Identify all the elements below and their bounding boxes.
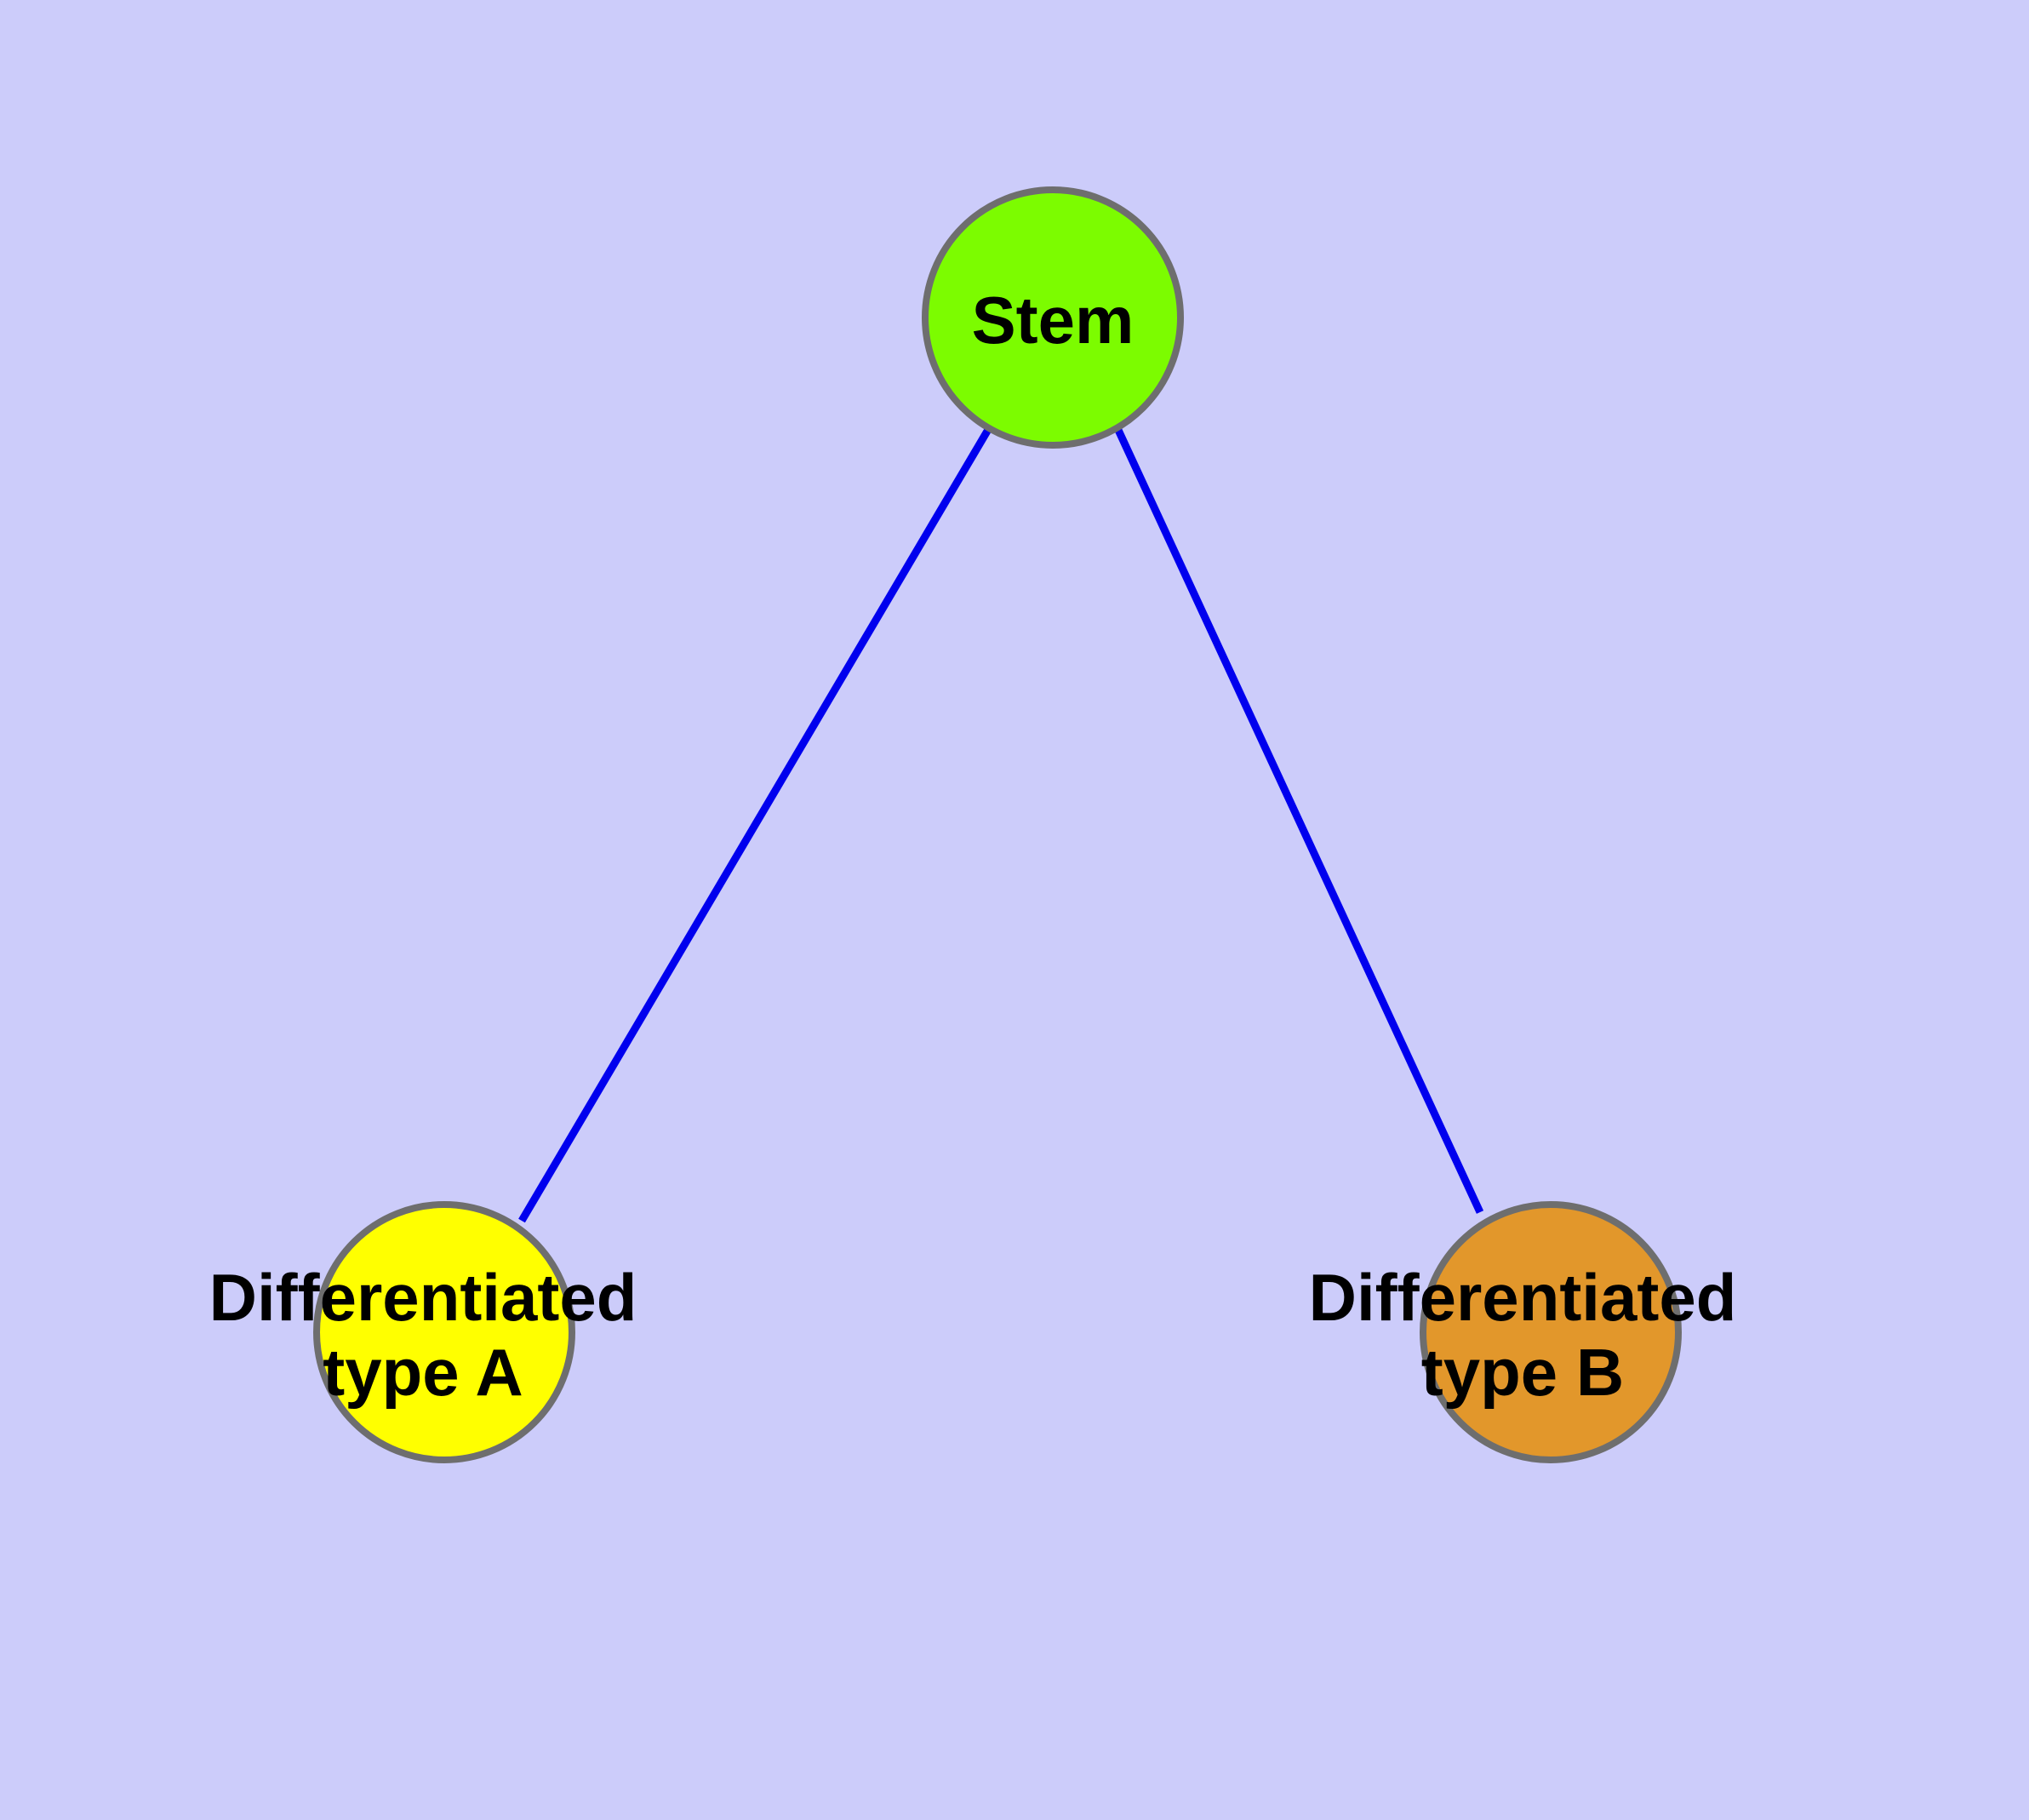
label-line: Differentiated	[1309, 1260, 1737, 1335]
node-differentiated-type-a[interactable]	[313, 1201, 575, 1463]
edge-stem-to-differentiated-type-a[interactable]	[518, 426, 992, 1223]
node-differentiated-type-b[interactable]	[1420, 1201, 1682, 1463]
label-line: type B	[1421, 1335, 1624, 1410]
edge-stem-to-differentiated-type-b[interactable]	[1113, 426, 1484, 1214]
node-stem-label: Stem	[972, 283, 1135, 358]
edge-layer	[518, 426, 1484, 1223]
node-layer	[313, 186, 1682, 1463]
label-line: type A	[323, 1335, 523, 1410]
node-differentiated-type-a-circle[interactable]	[313, 1201, 575, 1463]
node-stem-circle[interactable]	[922, 186, 1184, 449]
label-line: Differentiated	[209, 1260, 637, 1335]
node-stem[interactable]	[922, 186, 1184, 449]
label-line: Stem	[972, 283, 1135, 358]
node-differentiated-type-b-circle[interactable]	[1420, 1201, 1682, 1463]
